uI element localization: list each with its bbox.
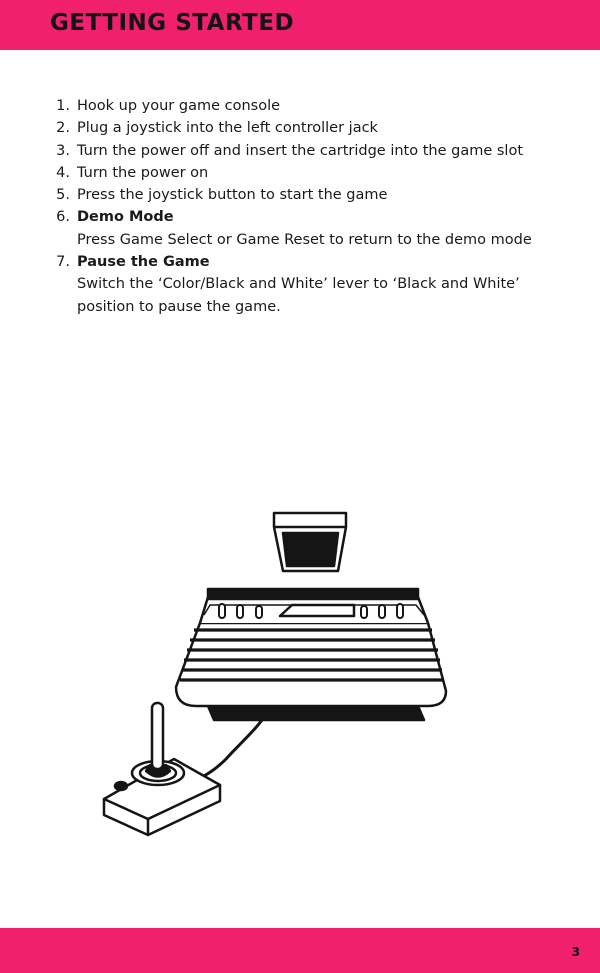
step-number: 2. [56, 120, 70, 137]
console-icon [174, 587, 448, 722]
step-text: Press the joystick button to start the g… [77, 187, 388, 204]
console-illustration [102, 511, 448, 837]
list-item: 5. Press the joystick button to start th… [46, 184, 556, 206]
list-item: 7. Pause the Game Switch the ‘Color/Blac… [46, 251, 556, 318]
step-number: 5. [56, 187, 70, 204]
list-item: 3. Turn the power off and insert the car… [46, 140, 556, 162]
step-text: Plug a joystick into the left controller… [77, 120, 378, 137]
step-number: 6. [56, 209, 70, 226]
list-item: 4. Turn the power on [46, 162, 556, 184]
step-number: 1. [56, 98, 70, 114]
step-text: Press Game Select or Game Reset to retur… [77, 231, 532, 248]
page-number: 3 [571, 945, 580, 959]
page-title: GETTING STARTED [50, 10, 295, 36]
joystick-icon [102, 701, 222, 837]
step-text: Hook up your game console [77, 98, 281, 114]
footer-band: 3 [0, 928, 600, 973]
cartridge-icon [272, 511, 348, 573]
step-title: Pause the Game [77, 254, 210, 271]
step-number: 3. [56, 142, 70, 159]
step-title: Demo Mode [77, 209, 174, 226]
list-item: 6. Demo Mode Press Game Select or Game R… [46, 206, 556, 251]
list-item: 1. Hook up your game console [46, 95, 556, 117]
step-number: 7. [56, 254, 70, 271]
instruction-list: 1. Hook up your game console 2. Plug a j… [46, 95, 556, 318]
step-number: 4. [56, 164, 70, 181]
step-text: Switch the ‘Color/Black and White’ lever… [77, 276, 520, 315]
list-item: 2. Plug a joystick into the left control… [46, 117, 556, 139]
header-band: GETTING STARTED [0, 0, 600, 50]
step-text: Turn the power on [77, 164, 209, 181]
step-text: Turn the power off and insert the cartri… [77, 142, 524, 159]
